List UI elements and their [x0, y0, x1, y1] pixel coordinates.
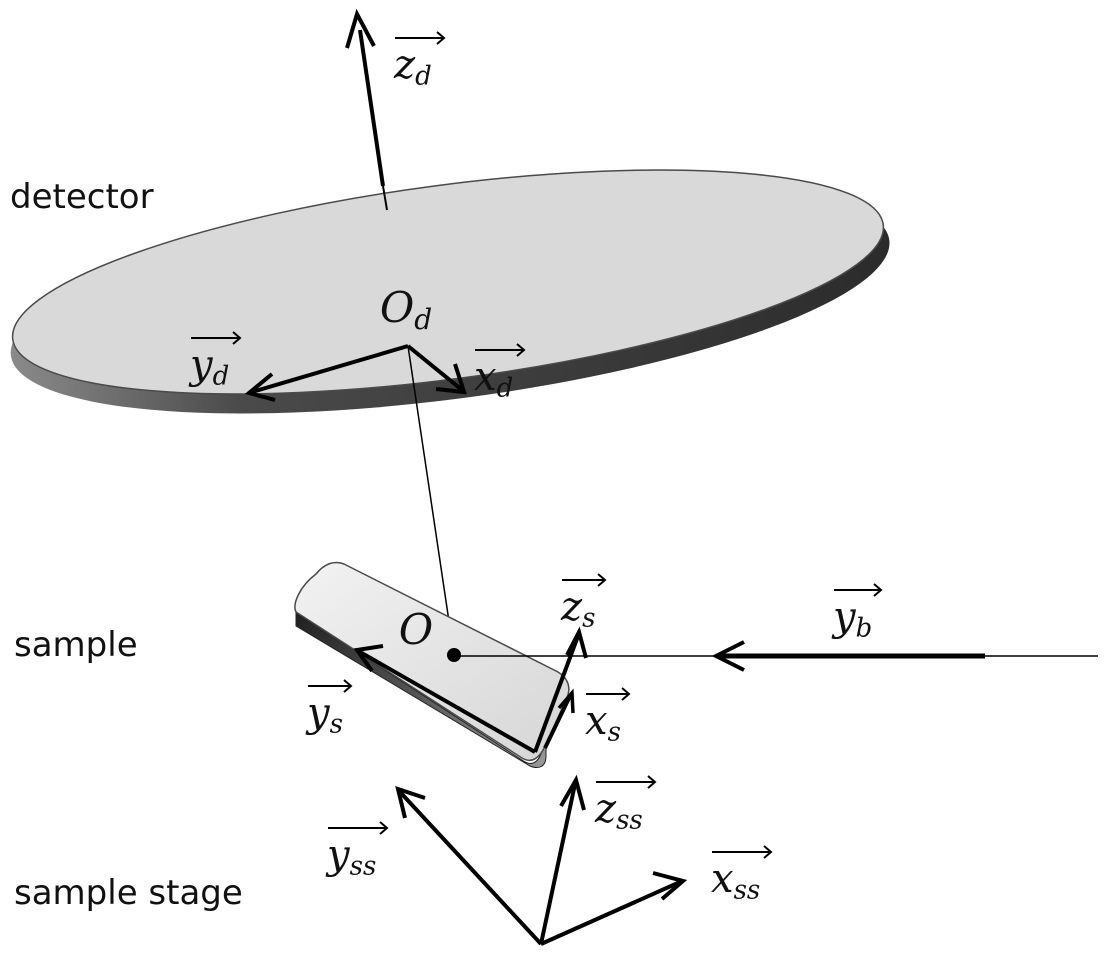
- detector-label: detector: [10, 177, 154, 217]
- sample-y-axis: [353, 644, 536, 754]
- detector-y-axis: [244, 344, 409, 402]
- incident-beam: [458, 640, 1098, 672]
- stage-y-axis: [395, 785, 543, 946]
- diffraction-line: [407, 345, 455, 656]
- overarrow-icon: [475, 343, 526, 357]
- overarrow-icon: [191, 331, 242, 345]
- stage-x-axis: [540, 871, 688, 946]
- detector-x-axis: [406, 344, 467, 395]
- sample-x-axis: [543, 688, 575, 749]
- sample-origin-dot: [447, 648, 461, 662]
- detector-disc: [10, 169, 890, 414]
- overarrow-icon: [308, 679, 353, 693]
- sample-label: sample: [14, 625, 138, 665]
- sample-stage-label: sample stage: [14, 873, 243, 913]
- sample-origin-label: O: [398, 605, 434, 654]
- overarrow-icon: [395, 31, 446, 45]
- detector-z-axis: [345, 8, 388, 211]
- sample-rim: [295, 611, 547, 769]
- overarrow-icon: [328, 821, 389, 835]
- detector-origin-label: Od: [379, 283, 433, 336]
- overarrow-icon: [586, 687, 631, 701]
- stage-z-axis: [539, 774, 586, 945]
- overarrow-icon: [834, 583, 883, 597]
- overarrow-icon: [562, 573, 607, 587]
- overarrow-icon: [712, 845, 773, 859]
- sample-plate: [294, 561, 570, 769]
- sample-top-face: [294, 561, 570, 762]
- overarrow-icon: [596, 775, 657, 789]
